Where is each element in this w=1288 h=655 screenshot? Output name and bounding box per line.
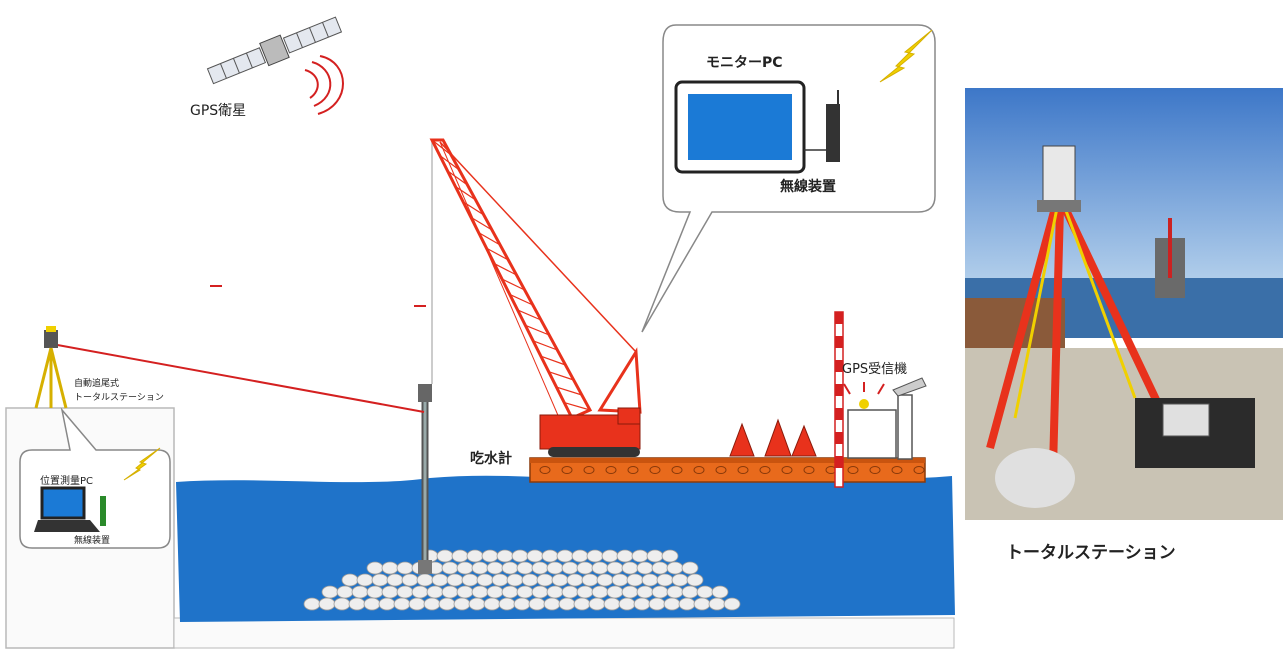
position-pc-callout [19, 407, 171, 549]
position-wireless-device [100, 496, 106, 526]
satellite-signal-icon [304, 55, 344, 115]
lightning-icon-small [123, 447, 161, 481]
gps-satellite-icon [206, 16, 343, 85]
auto-tracking-label-2: トータルステーション [74, 393, 164, 403]
lightning-icon [879, 29, 933, 83]
wireless-device [826, 104, 840, 162]
draft-gauge-label: 吃水計 [470, 451, 512, 467]
sea [176, 475, 955, 622]
steel-pile [418, 140, 433, 574]
gps-receiver-label: GPS受信機 [842, 362, 908, 377]
rubble-mound [303, 549, 741, 611]
barge [529, 457, 926, 483]
position-wireless-label: 無線装置 [74, 536, 111, 546]
gps-mast [834, 311, 927, 488]
photo-caption: トータルステーション [1006, 543, 1176, 563]
monitor-pc-label: モニターPC [706, 55, 783, 71]
crawler-crane [429, 138, 642, 457]
grab-buckets [729, 418, 817, 457]
monitor-pc-callout [641, 24, 936, 333]
position-pc-label: 位置測量PC [40, 476, 94, 487]
position-pc-laptop-screen [40, 486, 86, 520]
total-station-icon [34, 326, 68, 409]
auto-tracking-label: 自動追尾式 [74, 379, 120, 389]
laser-beam [51, 343, 425, 413]
monitor-pc-screen [688, 94, 792, 160]
total-station-photo [965, 88, 1283, 520]
wireless-device-label: 無線装置 [780, 179, 836, 195]
shore-bottom [173, 617, 955, 649]
gps-satellite-label: GPS衛星 [190, 103, 247, 119]
